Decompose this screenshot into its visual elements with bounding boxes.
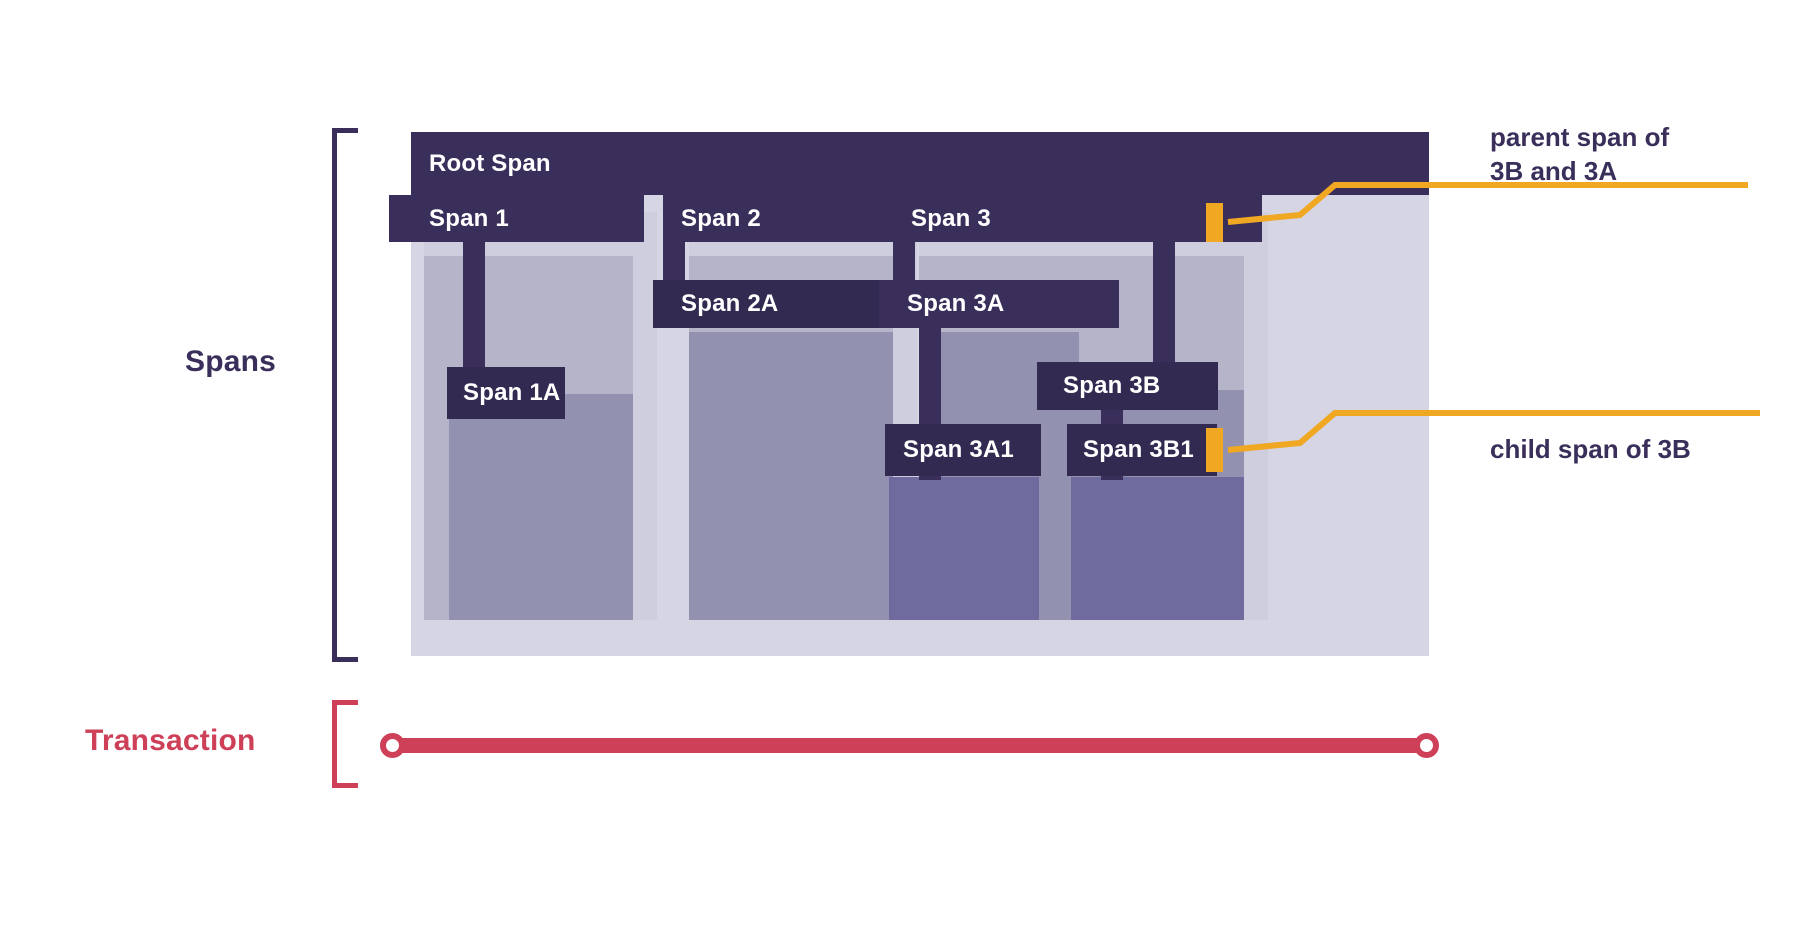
span-bar-span-1[interactable]: Span 1 [389,195,644,242]
spans-section-label: Spans [185,345,277,378]
highlight-chip-span-3 [1206,203,1223,242]
span-3a1-body [889,477,1039,620]
span-bar-span-1a-label: Span 1A [463,379,561,406]
span-bar-span-3b1-label: Span 3B1 [1083,436,1194,463]
span-bar-span-3b[interactable]: Span 3B [1037,362,1218,410]
span-bar-span-3b-label: Span 3B [1063,372,1161,399]
span-bar-root-label: Root Span [429,149,551,177]
span-bar-span-3b1[interactable]: Span 3B1 [1067,424,1217,476]
annotation-child-span-text: child span of 3B [1490,434,1691,464]
stem-span1-to-span1a [463,242,485,402]
span-bar-span-3a-label: Span 3A [907,290,1005,317]
highlight-chip-span-3b1 [1206,428,1223,472]
transaction-bracket [332,700,358,788]
spans-bracket [332,128,358,662]
transaction-end-marker[interactable] [1414,733,1439,758]
span-bar-span-2-label: Span 2 [681,204,761,232]
span-1a-body [449,394,633,620]
span-bar-root[interactable]: Root Span [411,132,1429,195]
annotation-parent-span-text: parent span of 3B and 3A [1490,122,1670,187]
span-bar-span-3[interactable]: Span 3 [893,195,1262,242]
span-bar-span-2a[interactable]: Span 2A [653,280,893,328]
transaction-bar[interactable] [386,738,1435,753]
span-3b1-body [1071,477,1244,620]
span-bar-span-3-label: Span 3 [911,204,991,232]
span-bar-span-2a-label: Span 2A [681,290,779,317]
transaction-section-label: Transaction [85,724,256,757]
span-bar-span-3a1-label: Span 3A1 [903,436,1014,463]
span-bar-span-2[interactable]: Span 2 [663,195,893,242]
stem-span3-to-span3b [1153,242,1175,390]
span-bar-span-3a1[interactable]: Span 3A1 [885,424,1041,476]
span-bar-span-3a[interactable]: Span 3A [879,280,1119,328]
spans-canvas: Root Span Span 1 Span 2 Span 3 Span 2A S… [389,132,1429,656]
span-bar-span-1a[interactable]: Span 1A [447,367,565,419]
span-2a-body [689,332,893,620]
transaction-start-marker[interactable] [380,733,405,758]
span-bar-span-1-label: Span 1 [429,204,509,232]
